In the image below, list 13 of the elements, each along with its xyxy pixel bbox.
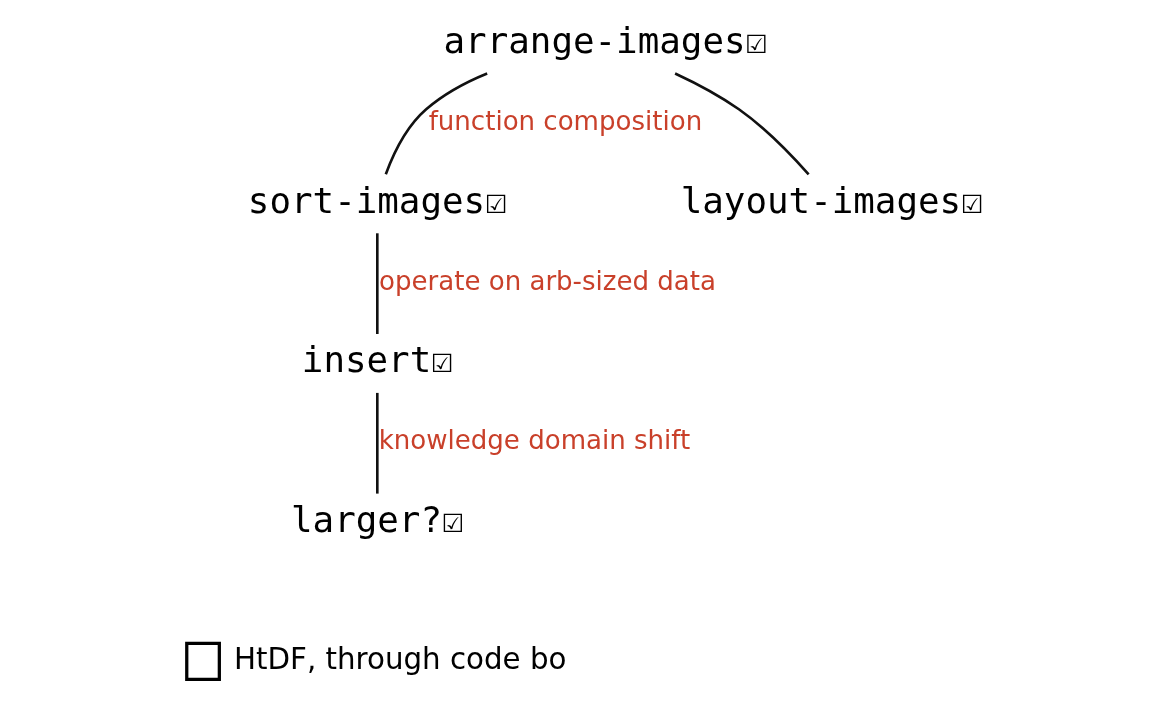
connector [375, 392, 379, 494]
edge-label: operate on arb-sized data [378, 265, 716, 296]
edge-label: function composition [428, 106, 702, 137]
node-text: sort-images☑ [247, 179, 507, 221]
node-text: insert☑ [301, 339, 453, 381]
node-text: arrange-images☑ [443, 20, 767, 62]
node-text: layout-images☑ [680, 179, 983, 221]
label: HtDF, through code bo [233, 641, 566, 676]
node-text: larger?☑ [290, 499, 464, 541]
edge-label: knowledge domain shift [378, 425, 690, 456]
connector [674, 72, 810, 176]
connector [375, 233, 379, 334]
connector [384, 72, 488, 175]
